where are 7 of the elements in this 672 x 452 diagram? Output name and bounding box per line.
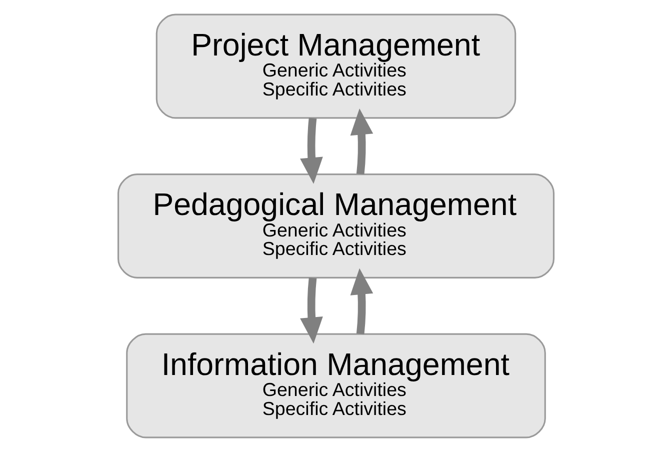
node-box: Pedagogical Management Generic Activities Specific Activities bbox=[117, 174, 555, 278]
node-box: Project Management Generic Activities Specific Activities bbox=[156, 14, 516, 119]
arrow bbox=[300, 278, 323, 344]
arrow bbox=[350, 268, 374, 334]
arrow bbox=[300, 118, 323, 184]
node-box: Information Management Generic Activities Specific Activities bbox=[126, 333, 546, 438]
arrow bbox=[350, 108, 374, 175]
